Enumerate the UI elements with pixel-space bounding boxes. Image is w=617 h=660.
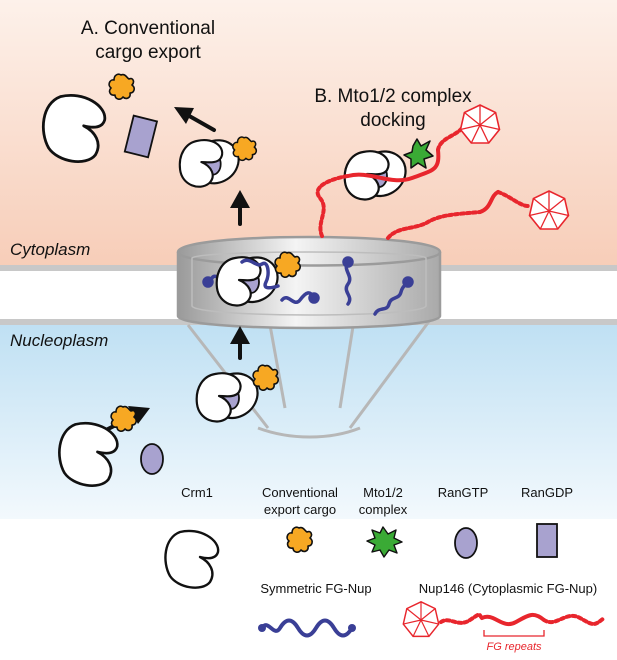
nup146-head-1: [459, 104, 501, 144]
cytoplasm-label: Cytoplasm: [10, 240, 90, 259]
legend-crm1-icon: [164, 529, 220, 589]
rangtp-nuclear: [140, 443, 164, 475]
legend-nup146-head: [402, 601, 440, 638]
legend-mto-icon: [366, 526, 403, 558]
nucleoplasm-label: Nucleoplasm: [10, 331, 108, 350]
legend-nup146-label: Nup146 (Cytoplasmic FG-Nup): [419, 581, 597, 596]
rangdp-released: [123, 114, 159, 159]
released-crm1: [41, 93, 107, 164]
legend-rangtp-icon: [454, 527, 478, 559]
legend: Crm1 Conventional export cargo Mto1/2 co…: [164, 485, 606, 653]
pore-fgnup-overlay: [240, 258, 280, 290]
legend-rangdp-icon: [536, 523, 558, 558]
legend-rangtp-label: RanGTP: [438, 485, 489, 500]
legend-cargo-label-2: export cargo: [264, 502, 336, 517]
legend-crm1-label: Crm1: [181, 485, 213, 500]
legend-nup146-dashed-1: [439, 612, 484, 625]
legend-rangdp-label: RanGDP: [521, 485, 573, 500]
nuclear-crm1: [58, 421, 119, 487]
legend-fgnup-end-2: [348, 624, 356, 632]
nup146-head-2: [528, 190, 570, 230]
mto-complex-shape: [403, 138, 434, 169]
title-b-line2: docking: [360, 110, 426, 131]
cytoplasm-background: [0, 0, 617, 267]
legend-mto-label-2: complex: [359, 502, 408, 517]
legend-nup146-solid: [480, 613, 546, 626]
fg-repeats-label: FG repeats: [486, 641, 542, 653]
title-b-line1: B. Mto1/2 complex: [314, 86, 472, 107]
nucleoplasm-background: [0, 324, 617, 519]
title-a-line1: A. Conventional: [81, 18, 215, 39]
legend-cargo-label-1: Conventional: [262, 485, 338, 500]
mto-docked-complex: [343, 138, 434, 201]
legend-fgnup-label: Symmetric FG-Nup: [260, 581, 371, 596]
legend-mto-label-1: Mto1/2: [363, 485, 403, 500]
legend-fgnup-icon: [260, 618, 354, 638]
legend-nup146-dashed-2: [542, 614, 606, 626]
title-a-line2: cargo export: [95, 42, 201, 63]
legend-fgnup-end-1: [258, 624, 266, 632]
fg-repeats-bracket: [483, 630, 545, 637]
